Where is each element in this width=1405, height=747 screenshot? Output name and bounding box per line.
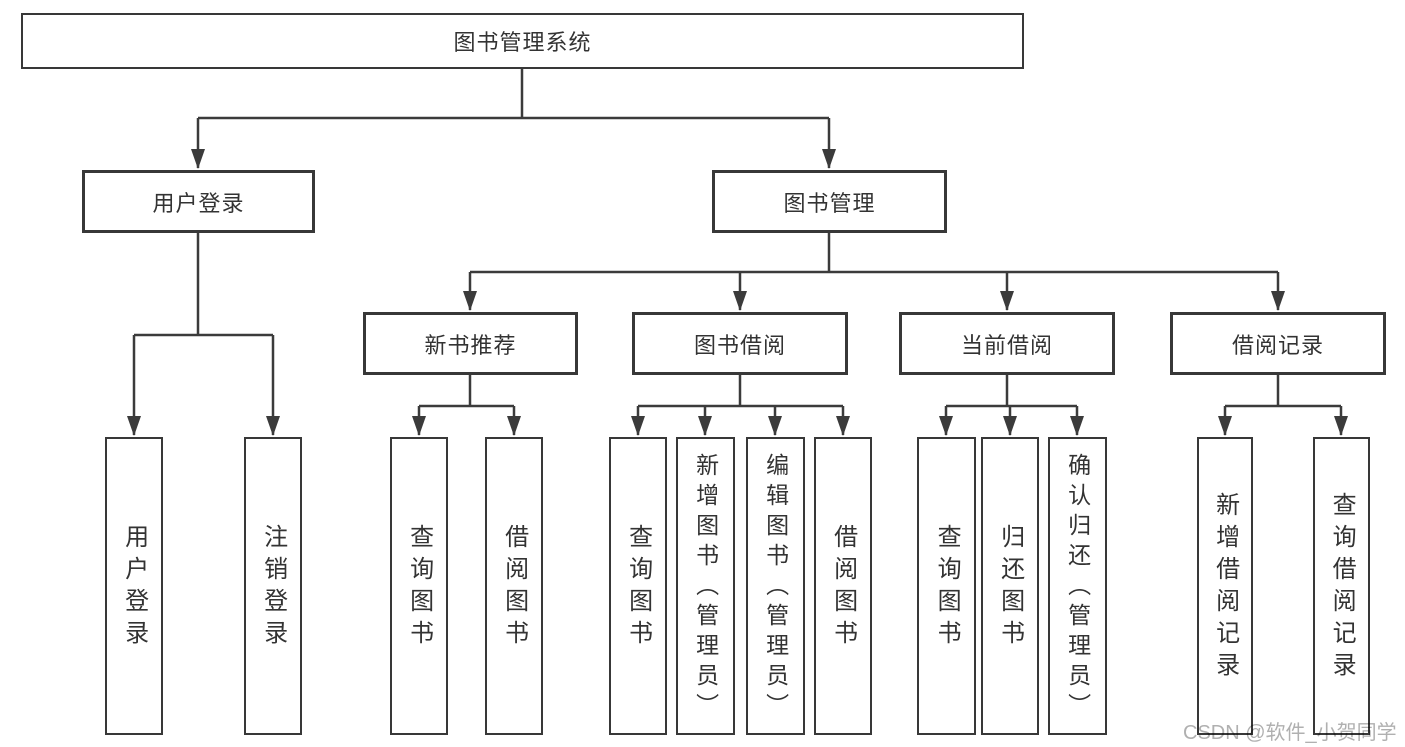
leaf-query-book-recommend: 查询图书	[390, 437, 448, 735]
node-book-manage-branch: 图书管理	[712, 170, 947, 233]
leaf-borrow-book-recommend: 借阅图书	[485, 437, 543, 735]
leaf-query-book-borrow: 查询图书	[609, 437, 667, 735]
edge-manage-spine	[470, 233, 1278, 274]
edge-group3-spine	[1225, 375, 1341, 408]
leaf-add-borrow-record: 新增借阅记录	[1197, 437, 1253, 735]
leaf-query-book-current: 查询图书	[917, 437, 976, 735]
node-book-borrow: 图书借阅	[632, 312, 848, 375]
leaf-confirm-return-admin: 确认归还（管理员）	[1048, 437, 1107, 735]
leaf-query-borrow-record: 查询借阅记录	[1313, 437, 1370, 735]
leaf-return-book: 归还图书	[981, 437, 1039, 735]
node-new-book-recommend: 新书推荐	[363, 312, 578, 375]
leaf-add-book-admin: 新增图书（管理员）	[676, 437, 735, 735]
node-root-system: 图书管理系统	[21, 13, 1024, 69]
edge-group2-spine	[946, 375, 1077, 408]
leaf-borrow-book: 借阅图书	[814, 437, 872, 735]
edge-root-spine	[198, 69, 829, 120]
edge-group0-spine	[419, 375, 514, 408]
node-current-borrow: 当前借阅	[899, 312, 1115, 375]
leaf-logout: 注销登录	[244, 437, 302, 735]
node-borrow-record: 借阅记录	[1170, 312, 1386, 375]
edge-login-spine	[134, 233, 273, 337]
edge-group1-spine	[638, 375, 843, 408]
leaf-user-login: 用户登录	[105, 437, 163, 735]
leaf-edit-book-admin: 编辑图书（管理员）	[746, 437, 805, 735]
csdn-watermark: CSDN @软件_小贺同学	[1183, 722, 1397, 744]
node-user-login-branch: 用户登录	[82, 170, 315, 233]
